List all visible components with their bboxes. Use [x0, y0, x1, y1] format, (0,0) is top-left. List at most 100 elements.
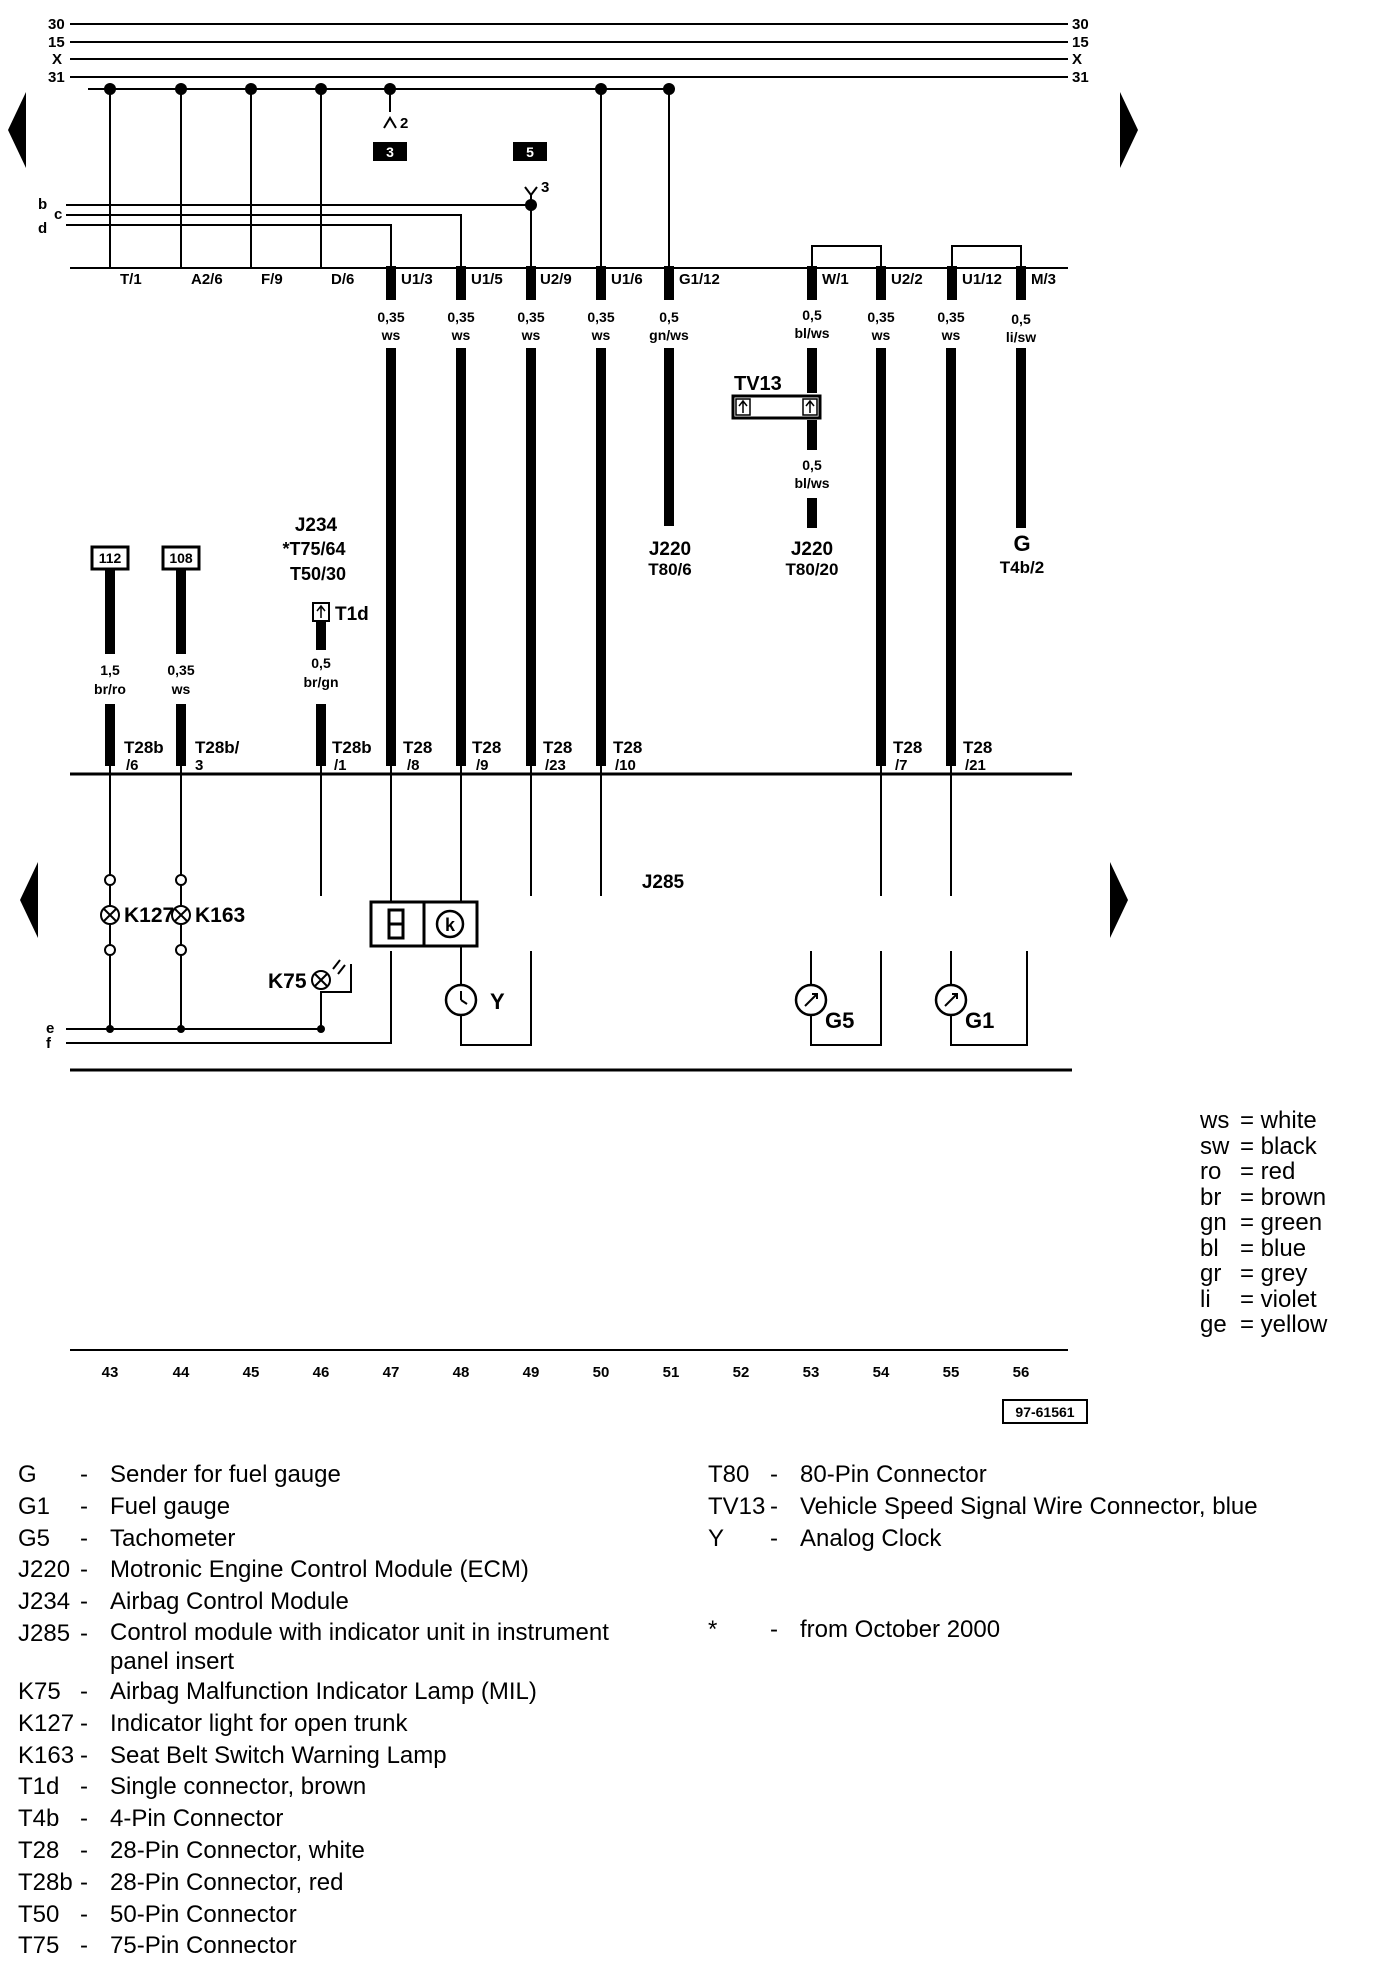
- svg-text:M/3: M/3: [1031, 271, 1056, 288]
- svg-text:97-61561: 97-61561: [1015, 1404, 1074, 1420]
- legend-code: T80: [708, 1461, 750, 1488]
- legend-row: J234-Airbag Control Module: [18, 1586, 650, 1618]
- svg-text:A2/6: A2/6: [191, 271, 223, 288]
- color-key-row: ro= red: [1200, 1159, 1327, 1185]
- top-connector-labels: T/1 A2/6 F/9 D/6 U1/3 U1/5 U2/9 U1/6 G1/…: [120, 271, 1056, 288]
- color-key-row: sw= black: [1200, 1133, 1327, 1160]
- analog-clock-icon: [444, 983, 478, 1017]
- t50-30-label: T50/30: [290, 564, 346, 584]
- bus-drops: [88, 88, 670, 268]
- bus-label-x-right: X: [1072, 51, 1082, 68]
- legend-code: K75: [18, 1677, 61, 1705]
- t4b-2-label: T4b/2: [1000, 558, 1044, 577]
- clock-set-button-icon[interactable]: k: [435, 909, 465, 939]
- legend-desc: 80-Pin Connector: [800, 1461, 987, 1488]
- legend-desc: from October 2000: [800, 1616, 1001, 1644]
- legend-desc: Tachometer: [110, 1524, 236, 1552]
- svg-text:44: 44: [173, 1364, 190, 1381]
- svg-text:/7: /7: [895, 757, 908, 774]
- y-label: Y: [490, 989, 505, 1014]
- svg-text:/21: /21: [965, 757, 986, 774]
- legend-desc: 50-Pin Connector: [110, 1900, 297, 1928]
- color-code: gr: [1200, 1260, 1222, 1287]
- side-label-e: e: [46, 1020, 54, 1037]
- j220-label-a: J220: [649, 539, 691, 560]
- color-code: gn: [1200, 1209, 1227, 1236]
- component-legend-right: T80-80-Pin Connector TV13-Vehicle Speed …: [708, 1459, 1340, 1646]
- legend-row: T28-28-Pin Connector, white: [18, 1835, 650, 1867]
- legend-code: T1d: [18, 1773, 60, 1801]
- legend-desc: Motronic Engine Control Module (ECM): [110, 1556, 529, 1584]
- legend-row: T75-75-Pin Connector: [18, 1930, 650, 1962]
- k75-lamp: [311, 959, 346, 990]
- legend-desc: Fuel gauge: [110, 1492, 231, 1520]
- bus-label-15-right: 15: [1072, 34, 1089, 51]
- t1d-connector: T1d: [312, 602, 369, 625]
- bottom-connector-labels: T28b/6 T28b/3 T28b/1 T28/8 T28/9 T28/23 …: [124, 738, 992, 774]
- svg-text:T28: T28: [963, 738, 992, 757]
- bus-junctions: [104, 83, 675, 95]
- svg-text:3: 3: [195, 757, 203, 774]
- legend-code: T50: [18, 1900, 60, 1928]
- bus-label-30-right: 30: [1072, 16, 1089, 33]
- svg-text:ws: ws: [871, 327, 891, 343]
- legend-code: T75: [18, 1932, 60, 1960]
- legend-desc: Analog Clock: [800, 1524, 942, 1552]
- svg-text:U1/3: U1/3: [401, 271, 433, 288]
- color-key-row: li= violet: [1200, 1286, 1327, 1313]
- svg-text:56: 56: [1013, 1364, 1030, 1381]
- svg-text:49: 49: [523, 1364, 540, 1381]
- bridges: [811, 245, 1022, 268]
- previous-page-arrow-lower[interactable]: [20, 862, 38, 938]
- svg-text:T28: T28: [472, 738, 501, 757]
- legend-code: G5: [18, 1524, 51, 1552]
- j234-label: J234: [295, 515, 338, 536]
- component-legend-left: G-Sender for fuel gauge G1-Fuel gauge G5…: [18, 1459, 650, 1962]
- side-lines-bcd: [66, 195, 532, 268]
- bus-lines: [70, 23, 1068, 78]
- legend-desc: 4-Pin Connector: [110, 1805, 284, 1833]
- legend-code: G1: [18, 1492, 51, 1520]
- svg-text:ws: ws: [451, 327, 471, 343]
- svg-text:F/9: F/9: [261, 271, 283, 288]
- svg-text:47: 47: [383, 1364, 400, 1381]
- k127-label: K127: [124, 904, 174, 927]
- color-meaning: = red: [1240, 1158, 1296, 1185]
- legend-row: T50-50-Pin Connector: [18, 1899, 650, 1931]
- legend-code: T28: [18, 1836, 60, 1864]
- svg-text:T28b/: T28b/: [195, 738, 240, 757]
- color-meaning: = white: [1240, 1107, 1317, 1134]
- svg-text:0,5: 0,5: [659, 309, 679, 325]
- previous-page-arrow[interactable]: [8, 92, 26, 168]
- legend-row: TV13-Vehicle Speed Signal Wire Connector…: [708, 1491, 1340, 1523]
- svg-text:54: 54: [873, 1364, 890, 1381]
- legend-row: G-Sender for fuel gauge: [18, 1459, 650, 1491]
- svg-text:T28b: T28b: [332, 738, 372, 757]
- legend-code: J285: [18, 1619, 71, 1647]
- svg-text:5: 5: [526, 144, 534, 160]
- t75-64-label: *T75/64: [282, 539, 345, 559]
- legend-code: TV13: [708, 1492, 766, 1520]
- legend-desc: 28-Pin Connector, red: [110, 1868, 344, 1896]
- bus-label-30-left: 30: [48, 16, 65, 33]
- j220-label-b: J220: [791, 539, 833, 560]
- svg-text:48: 48: [453, 1364, 470, 1381]
- legend-spacer: [708, 1554, 1340, 1614]
- branch-mark-2: [383, 116, 397, 129]
- t80-20-label: T80/20: [786, 560, 839, 579]
- color-code: ge: [1200, 1311, 1227, 1338]
- svg-text:43: 43: [102, 1364, 119, 1381]
- legend-code: J234: [18, 1588, 71, 1616]
- next-page-arrow[interactable]: [1120, 92, 1138, 168]
- color-code: ws: [1200, 1107, 1230, 1134]
- bus-labels: 30 15 X 31 30 15 X 31: [48, 16, 1089, 86]
- svg-text:U2/2: U2/2: [891, 271, 923, 288]
- svg-text:gn/ws: gn/ws: [649, 327, 689, 343]
- legend-desc: Control module with indicator unit in in…: [110, 1618, 609, 1675]
- next-page-arrow-lower[interactable]: [1110, 862, 1128, 938]
- svg-text:0,35: 0,35: [447, 309, 474, 325]
- legend-code: K163: [18, 1741, 75, 1769]
- branch-mark-2-label: 2: [400, 115, 408, 132]
